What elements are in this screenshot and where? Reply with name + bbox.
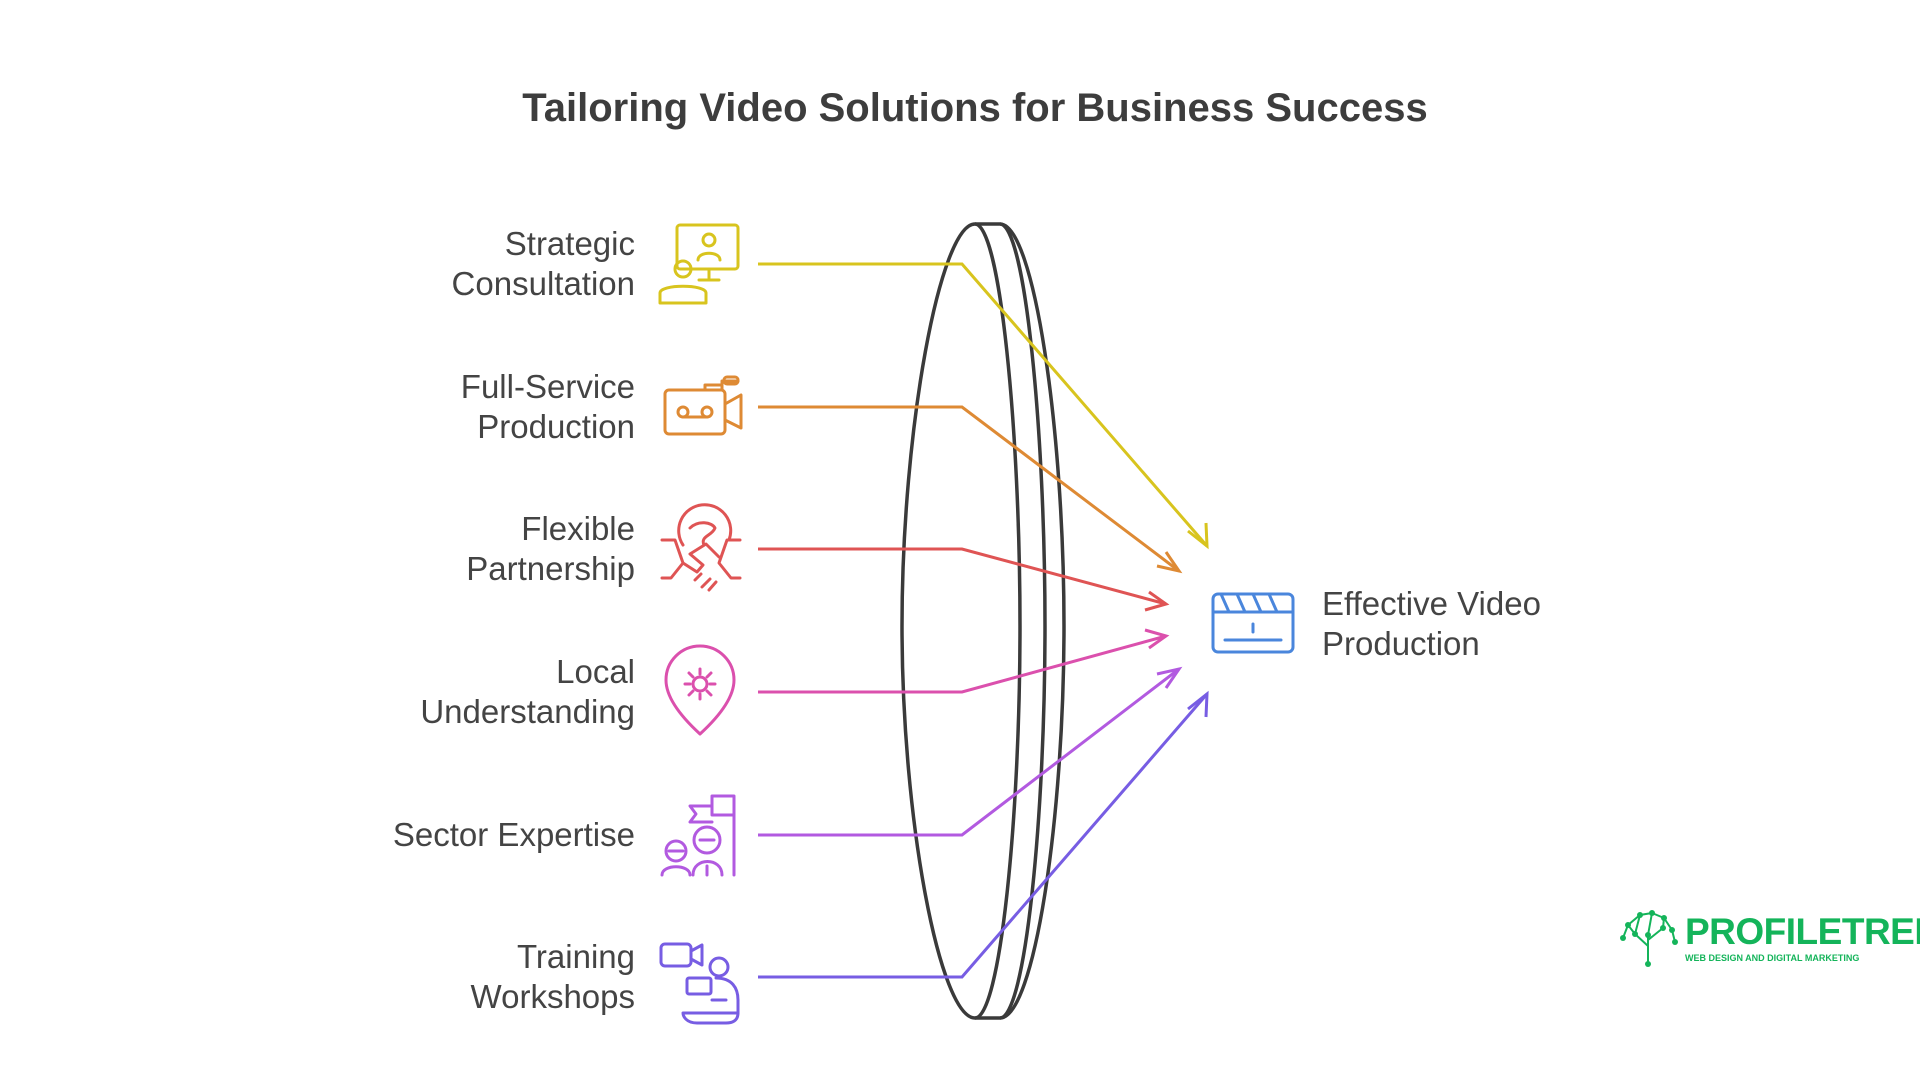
arrowhead-training-workshops [1187,690,1209,718]
label-flexible-partnership: Flexible Partnership [235,509,635,589]
label-line: Production [1322,625,1480,662]
label-training-workshops: Training Workshops [235,937,635,1017]
label-line: Strategic [504,225,635,262]
label-line: Local [556,653,635,690]
label-line: Understanding [420,693,635,730]
label-line: Workshops [470,978,635,1015]
label-line: Full-Service [460,368,635,405]
location-pin-icon [664,644,736,736]
connector-arrows [758,262,1209,979]
label-line: Consultation [451,265,635,302]
label-sector-expertise: Sector Expertise [235,815,635,855]
label-line: Effective Video [1322,585,1541,622]
team-flag-icon [660,794,736,877]
label-local-understanding: Local Understanding [235,652,635,732]
label-effective-video-production: Effective Video Production [1322,584,1541,664]
label-line: Flexible [521,510,635,547]
label-line: Sector Expertise [392,816,635,853]
label-full-service-production: Full-Service Production [235,367,635,447]
label-strategic-consultation: Strategic Consultation [235,224,635,304]
logo-name: PROFILETREE [1685,911,1920,952]
label-line: Training [517,938,635,975]
arrowhead-flexible-partnership [1144,590,1170,612]
logo-tagline: WEB DESIGN AND DIGITAL MARKETING [1685,953,1860,963]
arrow-full-service-production [758,405,1180,573]
clapperboard-icon [1211,592,1295,654]
profiletree-logo: PROFILETREE WEB DESIGN AND DIGITAL MARKE… [1617,907,1920,967]
arrowhead-local-understanding [1144,628,1170,650]
arrow-strategic-consultation [758,262,1209,547]
handshake-globe-icon [660,503,742,592]
arrowhead-strategic-consultation [1187,522,1209,550]
label-line: Partnership [466,550,635,587]
arrowhead-full-service-production [1156,551,1183,574]
arrow-training-workshops [758,693,1209,979]
tree-network-nodes [1620,910,1678,967]
arrow-sector-expertise [758,667,1180,837]
label-line: Production [477,408,635,445]
consultation-icon [658,223,740,305]
video-camera-icon [663,375,743,436]
arrow-flexible-partnership [758,547,1167,606]
diagram-title: Tailoring Video Solutions for Business S… [522,86,1428,130]
lens-shape [900,222,1066,1020]
arrowhead-sector-expertise [1156,666,1183,689]
arrow-local-understanding [758,634,1167,694]
video-training-icon [659,942,740,1025]
